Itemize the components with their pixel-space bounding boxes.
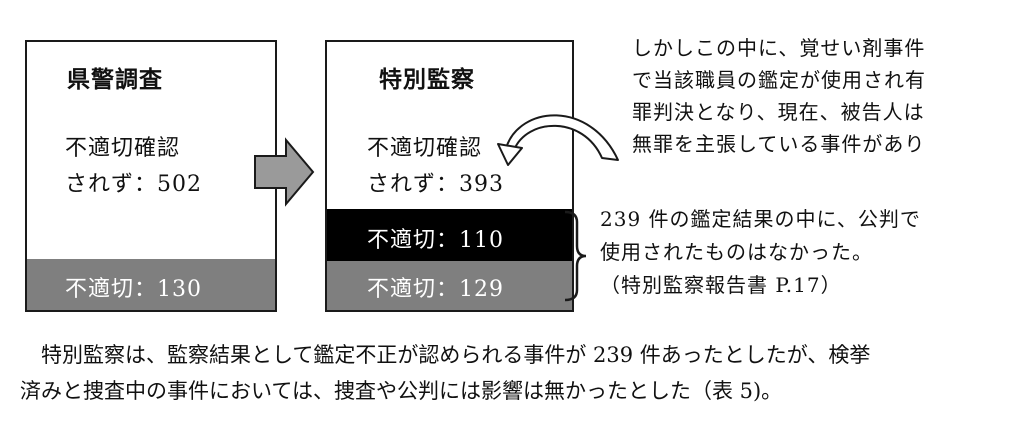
brace-icon bbox=[564, 210, 587, 302]
body-paragraph-line-1: 特別監察は、監察結果として鑑定不正が認められる事件が 239 件あったとしたが、… bbox=[20, 343, 871, 367]
note-top-line-1: しかしこの中に、覚せい剤事件 bbox=[632, 36, 926, 60]
right-box-inappropriate-bar-gray: 不適切：129 bbox=[327, 261, 572, 310]
body-paragraph-line-2: 済みと捜査中の事件においては、捜査や公判には影響は無かったとした（表 5)。 bbox=[20, 379, 783, 403]
right-box-line-1: 不適切確認 bbox=[367, 136, 483, 161]
left-box-bar-label: 不適切：130 bbox=[65, 277, 202, 302]
special-inspection-box: 特別監察 不適切確認 されず：393 不適切：110 不適切：129 bbox=[325, 40, 574, 312]
note-bottom-line-1: 239 件の鑑定結果の中に、公判で bbox=[600, 207, 921, 231]
right-box-bar-bottom-label: 不適切：129 bbox=[367, 277, 504, 302]
curved-arrow-icon bbox=[497, 114, 619, 166]
prefectural-police-survey-box: 県警調査 不適切確認 されず：502 不適切：130 bbox=[25, 40, 277, 312]
right-box-bar-top-label: 不適切：110 bbox=[367, 228, 504, 253]
note-top-line-4: 無罪を主張している事件があり bbox=[632, 132, 926, 156]
note-bottom-line-2: 使用されたものはなかった。 bbox=[600, 240, 873, 264]
note-top-line-3: 罪判決となり、現在、被告人は bbox=[632, 100, 925, 124]
left-box-title: 県警調査 bbox=[67, 67, 163, 93]
note-top-line-2: で当該職員の鑑定が使用され有 bbox=[632, 68, 926, 92]
left-box-line-1: 不適切確認 bbox=[65, 136, 181, 161]
right-box-title: 特別監察 bbox=[379, 67, 475, 93]
left-box-line-2: されず：502 bbox=[65, 172, 202, 197]
right-arrow-icon bbox=[254, 137, 315, 207]
right-box-inappropriate-bar-black: 不適切：110 bbox=[327, 209, 572, 261]
right-box-line-2: されず：393 bbox=[367, 172, 504, 197]
note-bottom-line-3: （特別監察報告書 P.17） bbox=[600, 273, 842, 297]
left-box-inappropriate-bar: 不適切：130 bbox=[27, 259, 275, 310]
